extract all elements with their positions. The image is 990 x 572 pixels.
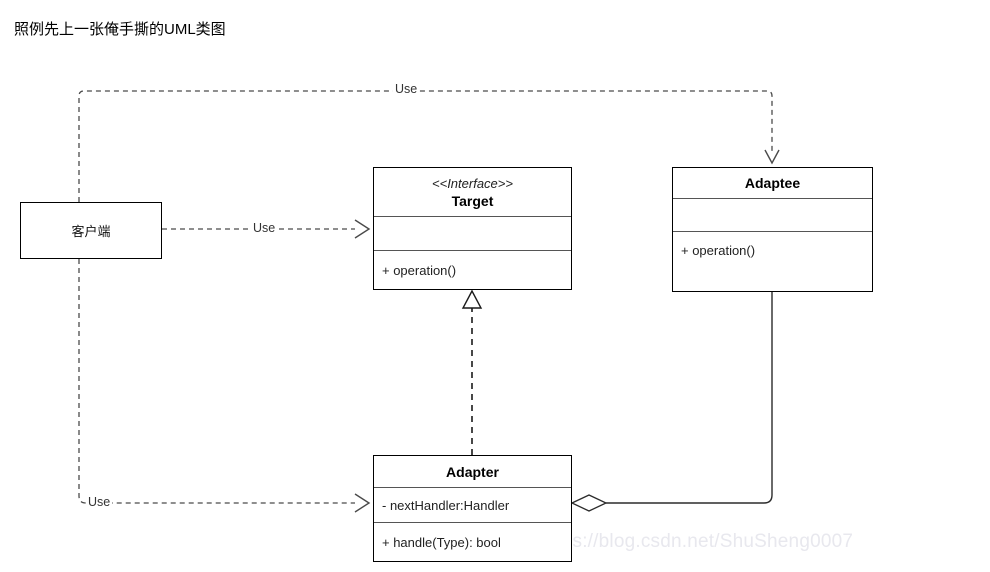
edge-client-uses-adapter [78, 259, 371, 513]
uml-class-target-header: <<Interface>> Target [374, 168, 571, 216]
uml-member-operation: + operation() [382, 262, 457, 278]
uml-class-adapter[interactable]: Adapter - nextHandler:Handler + handle(T… [373, 455, 572, 562]
uml-class-target-stereotype: <<Interface>> [432, 175, 513, 191]
uml-class-client-name: 客户端 [71, 224, 111, 239]
uml-class-target-name: Target [451, 192, 494, 209]
uml-class-target-attributes [374, 216, 571, 250]
uml-class-adaptee[interactable]: Adaptee + operation() [672, 167, 873, 292]
edge-client-uses-adaptee [78, 90, 780, 202]
uml-class-adaptee-name: Adaptee [744, 175, 801, 191]
uml-class-target-operations: + operation() [374, 250, 571, 289]
edge-label-use-top: Use [393, 82, 420, 97]
uml-member-handle: + handle(Type): bool [382, 534, 501, 550]
edge-client-uses-target [162, 219, 371, 239]
uml-class-client[interactable]: 客户端 [20, 202, 162, 259]
uml-member-operation: + operation() [681, 243, 756, 258]
edge-label-use-middle: Use [251, 221, 278, 236]
uml-class-adapter-operations: + handle(Type): bool [374, 522, 571, 561]
uml-member-next-handler: - nextHandler:Handler [382, 497, 510, 513]
uml-class-adapter-attributes: - nextHandler:Handler [374, 487, 571, 522]
edge-adapter-realizes-target [461, 289, 483, 455]
page-title: 照例先上一张俺手撕的UML类图 [14, 21, 226, 38]
uml-class-adaptee-operations: + operation() [673, 231, 872, 291]
edge-adapter-aggregates-adaptee [570, 292, 773, 512]
uml-class-adaptee-attributes [673, 198, 872, 231]
uml-class-target[interactable]: <<Interface>> Target + operation() [373, 167, 572, 290]
uml-class-adapter-header: Adapter [374, 456, 571, 487]
watermark: https://blog.csdn.net/ShuSheng0007 [540, 531, 854, 552]
uml-class-adapter-name: Adapter [446, 463, 499, 480]
uml-class-adaptee-header: Adaptee [673, 168, 872, 198]
edge-label-use-bottom: Use [86, 495, 113, 510]
